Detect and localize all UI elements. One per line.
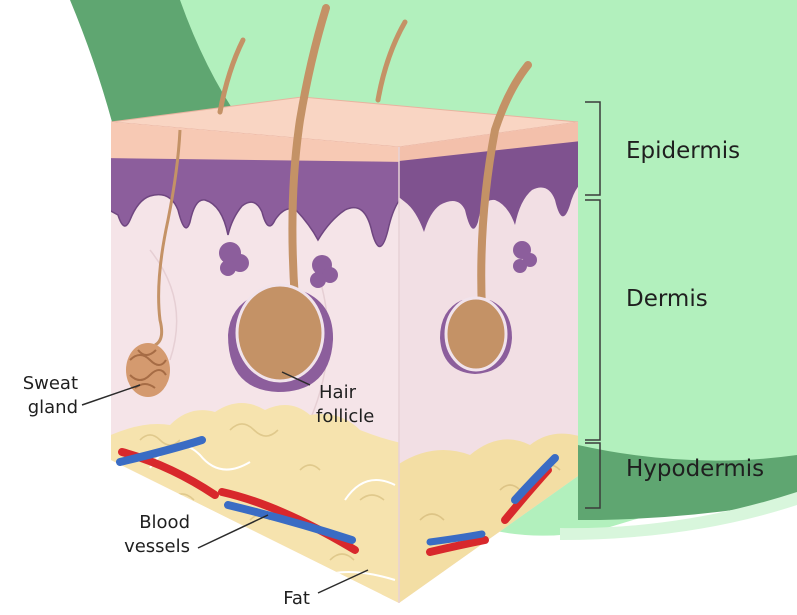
- label-hair-follicle-line2: follicle: [316, 406, 374, 427]
- label-epidermis: Epidermis: [626, 138, 740, 164]
- sweat-gland-coil: [126, 343, 170, 397]
- label-hypodermis: Hypodermis: [626, 456, 764, 482]
- label-blood-vessels-line2: vessels: [124, 536, 190, 557]
- label-hair-follicle-line1: Hair: [319, 382, 357, 403]
- label-dermis: Dermis: [626, 286, 708, 312]
- label-sweat-gland-line2: gland: [28, 397, 78, 418]
- hair-bulb-left: [237, 285, 323, 381]
- fat-layer-front: [100, 403, 410, 610]
- label-fat: Fat: [283, 588, 310, 609]
- label-blood-vessels-line1: Blood: [139, 512, 190, 533]
- label-sweat-gland-line1: Sweat: [23, 373, 78, 394]
- hair-bulb-right: [446, 298, 506, 370]
